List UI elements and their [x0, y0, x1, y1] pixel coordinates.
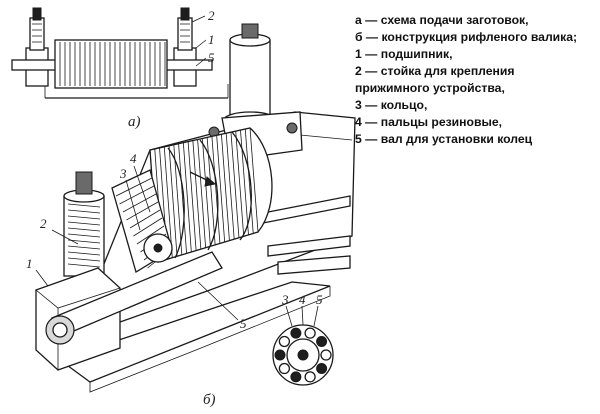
left-post	[29, 17, 45, 51]
legend-line-1: 1 — подшипник,	[355, 47, 453, 61]
legend-line-2: 2 — стойка для крепления	[355, 64, 515, 78]
left-post-nut-b	[75, 171, 93, 195]
fluted-roller-a	[54, 39, 168, 89]
scheme-a	[11, 7, 229, 99]
section-shaft	[297, 349, 309, 361]
legend-line-3: 3 — кольцо,	[355, 98, 428, 112]
legend-line-a: а — схема подачи заготовок,	[355, 13, 529, 27]
feed-board-3	[277, 255, 351, 275]
left-nut	[32, 7, 42, 21]
callout-a-1: 1	[208, 32, 215, 47]
callout-b-2: 2	[40, 216, 47, 231]
callout-a-2: 2	[208, 8, 215, 23]
callout-b-1: 1	[26, 256, 33, 271]
caption-b: б)	[203, 392, 216, 408]
callout-sec-3: 3	[281, 292, 289, 307]
callout-sec-5: 5	[316, 292, 323, 307]
caption-a: а)	[128, 114, 141, 130]
assembly-b	[35, 23, 356, 393]
legend-line-5: 5 — вал для установки колец	[355, 132, 533, 146]
legend-line-4: 4 — пальцы резиновые,	[355, 115, 503, 129]
callout-sec-4: 4	[299, 292, 306, 307]
right-bearing-post	[229, 39, 271, 121]
legend-line-b: б — конструкция рифленого валика;	[355, 30, 578, 44]
callout-b-4: 4	[130, 151, 137, 166]
callout-b-3: 3	[119, 166, 127, 181]
right-post	[177, 17, 193, 51]
legend: а — схема подачи заготовок, б — конструк…	[355, 12, 595, 148]
right-nut	[180, 7, 190, 21]
callout-b-5: 5	[240, 316, 247, 331]
right-post-nut	[241, 23, 259, 39]
legend-line-2-cont: прижимного устройства,	[355, 81, 505, 95]
cross-section	[272, 305, 334, 386]
callout-a-5: 5	[208, 50, 215, 65]
feed-board-2	[267, 235, 351, 257]
